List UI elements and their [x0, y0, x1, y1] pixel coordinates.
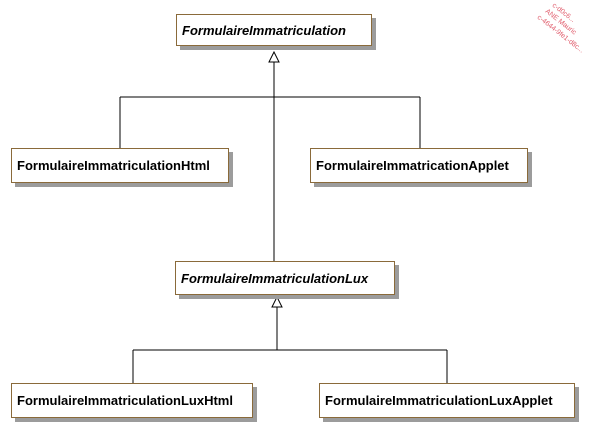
- class-name: FormulaireImmatriculationLuxHtml: [17, 393, 233, 408]
- class-formulaire-immatriculation-lux-applet: FormulaireImmatriculationLuxApplet: [319, 383, 575, 418]
- class-name: FormulaireImmatricationApplet: [316, 158, 509, 173]
- class-formulaire-immatrication-applet: FormulaireImmatricationApplet: [310, 148, 528, 183]
- class-name: FormulaireImmatriculationLuxApplet: [325, 393, 553, 408]
- class-name: FormulaireImmatriculation: [182, 22, 346, 38]
- class-formulaire-immatriculation: FormulaireImmatriculation: [176, 14, 372, 46]
- class-name: FormulaireImmatriculationLux: [181, 270, 369, 286]
- class-formulaire-immatriculation-lux-html: FormulaireImmatriculationLuxHtml: [11, 383, 253, 418]
- class-formulaire-immatriculation-lux: FormulaireImmatriculationLux: [175, 261, 395, 295]
- generalization-arrowhead-lux: [271, 295, 283, 308]
- class-formulaire-immatriculation-html: FormulaireImmatriculationHtml: [11, 148, 229, 183]
- class-name: FormulaireImmatriculationHtml: [17, 158, 210, 173]
- generalization-arrowhead-root: [268, 50, 280, 63]
